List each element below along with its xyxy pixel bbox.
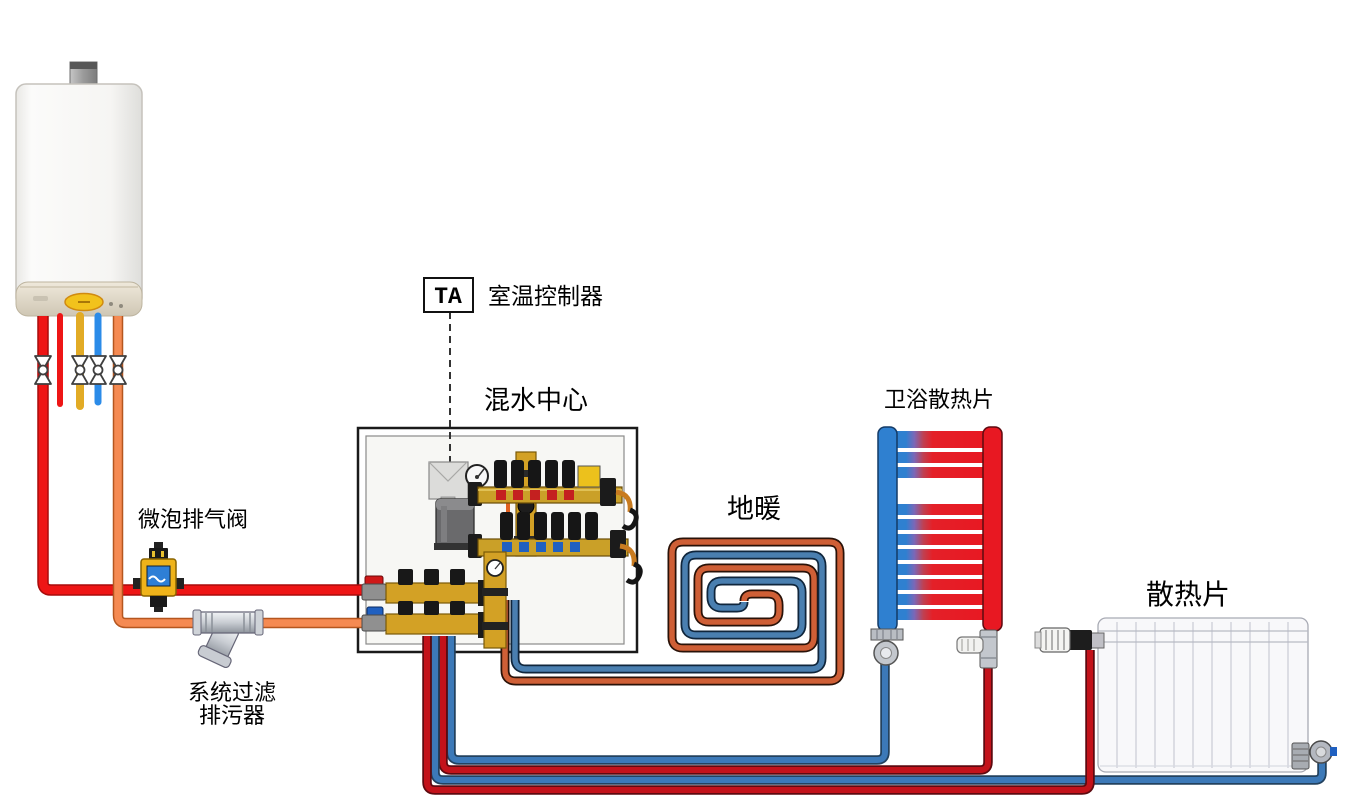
pipe-radiator-supply [424,636,1093,793]
mixing-center-unit [361,451,643,649]
pipe-towel-return [448,636,888,763]
boiler-flue-cap [70,62,97,69]
radiator-fins [1116,622,1289,768]
towel-rung [894,579,986,590]
y-strainer [192,609,264,669]
boiler-knob-1 [109,302,113,306]
towel-rung [894,452,986,463]
ta-label: TA [434,284,462,310]
boiler-shutoff-valves [34,355,127,385]
towel-rung [894,594,986,605]
shutoff-valve-icon [34,355,52,385]
towel-valve-left [870,628,904,666]
label-towel-radiator: 卫浴散热片 [884,387,994,412]
hose-hook-lower [625,561,643,585]
vent-window [146,565,171,587]
shutoff-valve-icon [71,355,89,385]
pipe-boiler-return [114,316,366,627]
boiler-body [15,83,143,309]
label-air-vent-valve: 微泡排气阀 [138,507,248,532]
label-filter-line1: 系统过滤 [188,680,276,705]
towel-radiator [870,426,1003,669]
pipe-radiator-return [432,636,1325,783]
towel-rung [894,431,986,448]
air-vent-valve [133,542,184,612]
boiler [15,61,143,317]
trv-valve [1034,627,1105,653]
lockshield-valve [1291,740,1337,770]
towel-bar-supply [982,426,1003,632]
shutoff-valve-icon [89,355,107,385]
towel-rung [894,564,986,575]
towel-rung [894,467,986,478]
towel-rung [894,549,986,560]
pipe-floor-return [512,552,825,672]
pipe-floor-supply [502,539,843,684]
boiler-logo [33,296,48,301]
label-floor-heating: 地暖 [727,494,781,524]
towel-bar-return [877,426,898,632]
towel-rung [894,504,986,515]
trv-head [1039,627,1071,653]
upper-manifold [468,460,623,506]
pipe-towel-supply [440,636,991,773]
towel-rung [894,534,986,545]
radiator-body [1097,617,1309,773]
hose-hook-upper [621,507,639,531]
panel-radiator [1034,617,1337,773]
towel-rung [894,519,986,530]
pipes [37,312,1327,795]
label-filter-line2: 排污器 [199,703,265,728]
towel-rung [894,609,986,620]
actuator-yellow [577,465,601,488]
valve-knob [956,636,984,654]
pipe-boiler-supply [38,316,368,595]
pipe-towel-supply-outline [438,636,993,775]
towel-valve-right [956,629,998,669]
label-radiator: 散热片 [1146,579,1230,610]
label-mixing-center: 混水中心 [484,385,588,415]
boiler-knob-2 [119,304,123,308]
label-room-thermostat: 室温控制器 [488,283,603,309]
shutoff-valve-icon [109,355,127,385]
room-thermostat-box: TA [423,277,474,313]
